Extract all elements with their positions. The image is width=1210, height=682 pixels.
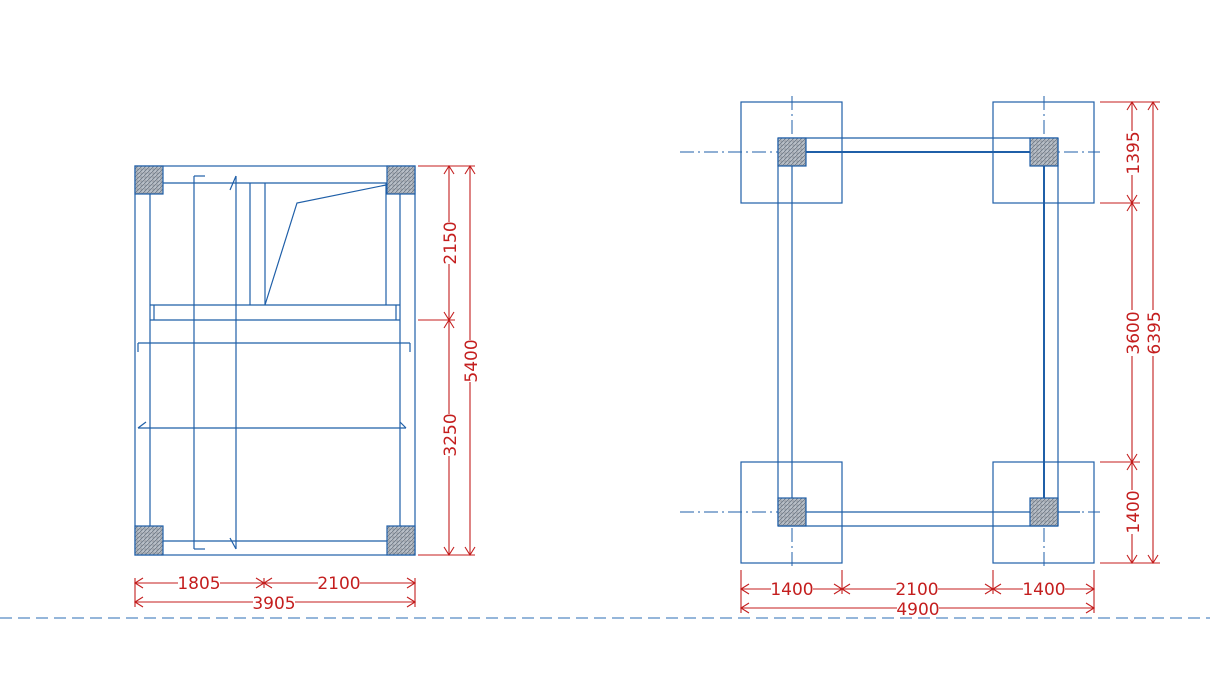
dim-left-horiz-total: 3905 — [252, 594, 295, 614]
dim-right-vert-mid: 3600 — [1124, 311, 1144, 354]
right-column — [777, 137, 807, 167]
dim-right-vert-top: 1395 — [1124, 131, 1144, 174]
right-vertical-dimension: 1395 3600 1400 6395 — [1100, 100, 1165, 565]
dim-right-horiz-right: 1400 — [1022, 580, 1065, 600]
left-stair-arrow — [264, 184, 387, 306]
right-horizontal-dimension: 1400 2100 1400 4900 — [739, 570, 1096, 620]
right-column — [777, 497, 807, 527]
dim-left-vert-bottom: 3250 — [441, 413, 461, 456]
dim-right-horiz-left: 1400 — [770, 580, 813, 600]
right-column — [1029, 137, 1059, 167]
left-column — [386, 165, 416, 195]
left-plan — [134, 165, 416, 556]
left-column — [386, 525, 416, 556]
dim-right-vert-total: 6395 — [1145, 311, 1165, 354]
left-horizontal-dimension: 1805 2100 3905 — [133, 574, 417, 614]
left-section-line — [137, 421, 147, 429]
dim-left-horiz-left: 1805 — [177, 574, 220, 594]
dim-left-horiz-right: 2100 — [317, 574, 360, 594]
left-column — [134, 525, 164, 556]
dim-left-vert-top: 2150 — [441, 221, 461, 264]
left-outer-frame — [134, 165, 416, 556]
left-wall-line — [229, 175, 237, 191]
dim-right-horiz-mid: 2100 — [895, 580, 938, 600]
left-section-line — [399, 421, 407, 429]
right-plan — [680, 96, 1100, 570]
dim-left-vert-total: 5400 — [462, 339, 482, 382]
left-column — [134, 165, 164, 195]
left-wall-line — [229, 537, 237, 550]
dim-right-vert-bottom: 1400 — [1124, 490, 1144, 533]
left-vertical-dimension: 2150 3250 5400 — [418, 164, 482, 557]
dim-right-horiz-total: 4900 — [896, 600, 939, 620]
right-column — [1029, 497, 1059, 527]
